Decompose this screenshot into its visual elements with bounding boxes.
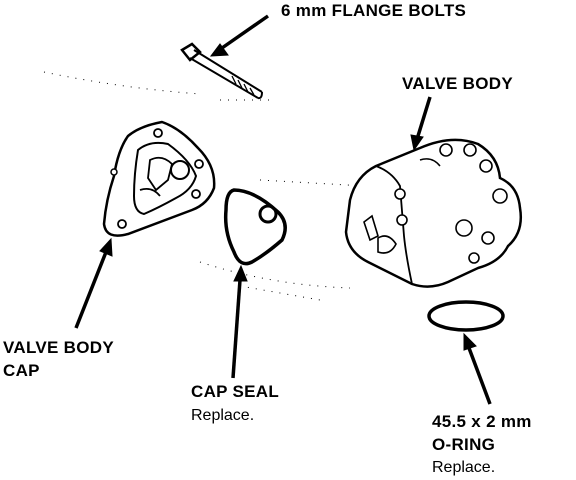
valve-body-cap — [102, 120, 216, 237]
label-oring-name: O-RING — [432, 435, 496, 454]
label-valve-body: VALVE BODY — [402, 74, 513, 93]
label-valve-body-cap: VALVE BODY — [3, 338, 114, 357]
alignment-lines — [43, 71, 366, 301]
o-ring — [427, 300, 505, 332]
label-cap-seal: CAP SEAL — [191, 382, 280, 401]
label-flange-bolts: 6 mm FLANGE BOLTS — [281, 1, 467, 20]
flange-bolt — [180, 42, 263, 100]
label-valve-body-cap-line2: CAP — [3, 361, 40, 380]
valve-body — [344, 138, 522, 288]
leader-arrows — [74, 14, 492, 405]
label-oring-size: 45.5 x 2 mm — [432, 412, 532, 431]
label-oring-note: Replace. — [432, 459, 496, 476]
label-cap-seal-note: Replace. — [191, 407, 255, 424]
cap-seal — [223, 188, 287, 266]
